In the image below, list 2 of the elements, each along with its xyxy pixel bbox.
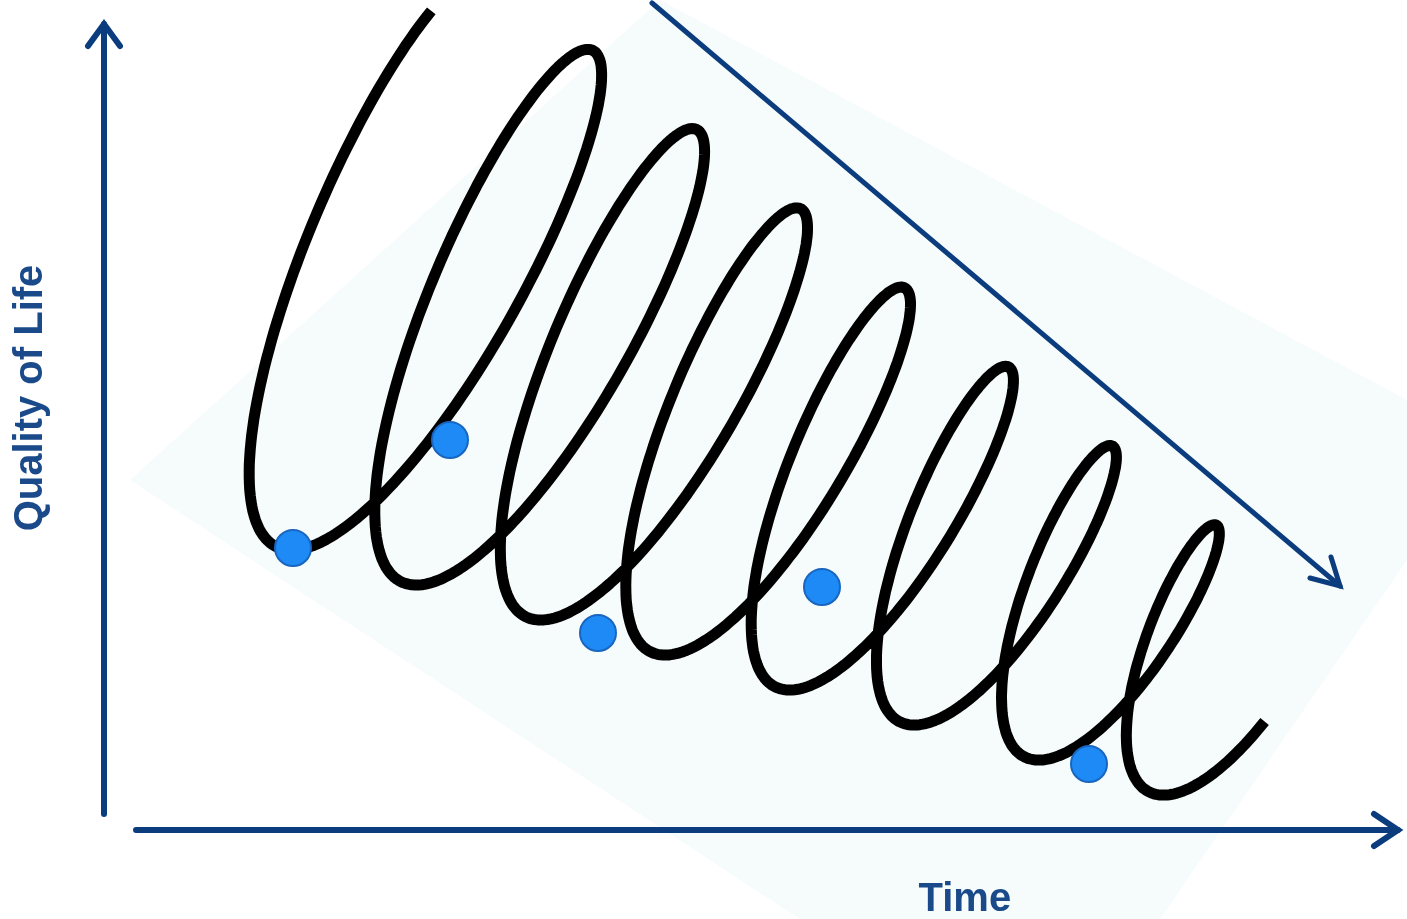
x-axis-label: Time <box>918 877 1012 917</box>
y-axis-label: Quality of Life <box>7 264 48 532</box>
